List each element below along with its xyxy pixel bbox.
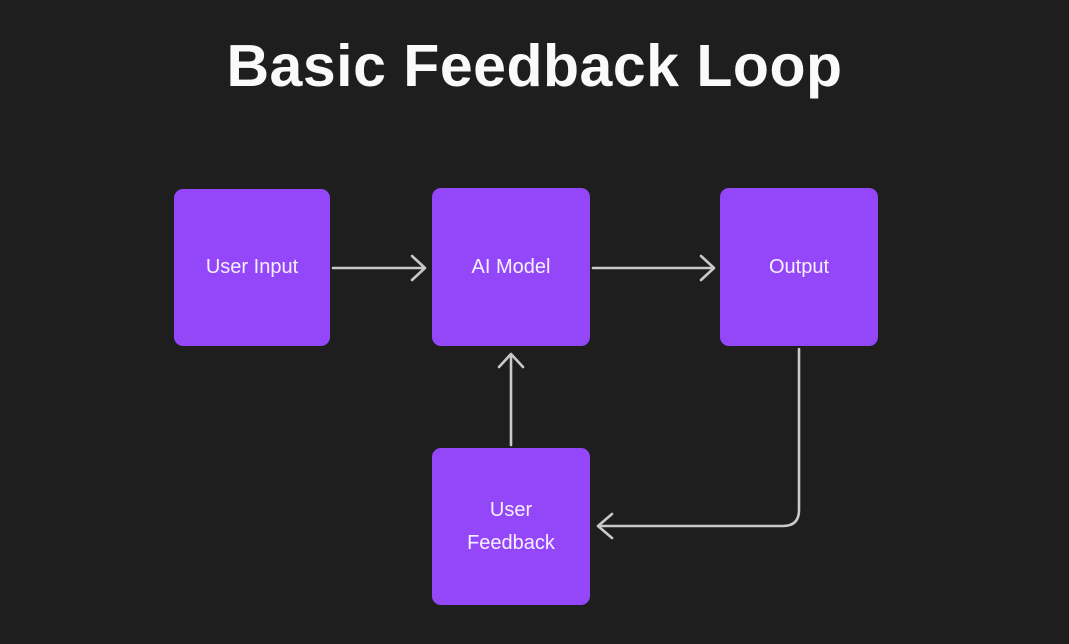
node-ai-model-label: AI Model bbox=[471, 255, 551, 278]
edge-user-feedback-to-ai-model bbox=[497, 352, 525, 447]
arrowhead-up-icon bbox=[497, 352, 525, 369]
node-output-label: Output bbox=[768, 255, 830, 278]
edge-user-input-to-ai-model bbox=[331, 254, 427, 282]
node-user-feedback-label: User Feedback bbox=[467, 498, 555, 554]
node-output: Output bbox=[720, 188, 878, 346]
arrowhead-right-icon bbox=[410, 254, 427, 282]
edge-ai-model-to-output bbox=[591, 254, 716, 282]
edge-output-to-user-feedback bbox=[596, 347, 801, 540]
node-user-input-label: User Input bbox=[205, 256, 299, 278]
node-ai-model: AI Model bbox=[432, 188, 590, 346]
node-user-input: User Input bbox=[174, 189, 330, 346]
diagram-title: Basic Feedback Loop bbox=[226, 33, 843, 99]
node-user-feedback: User Feedback bbox=[432, 448, 590, 605]
arrowhead-left-icon bbox=[596, 512, 614, 540]
edge-line bbox=[599, 347, 801, 528]
arrowhead-right-icon bbox=[699, 254, 716, 282]
